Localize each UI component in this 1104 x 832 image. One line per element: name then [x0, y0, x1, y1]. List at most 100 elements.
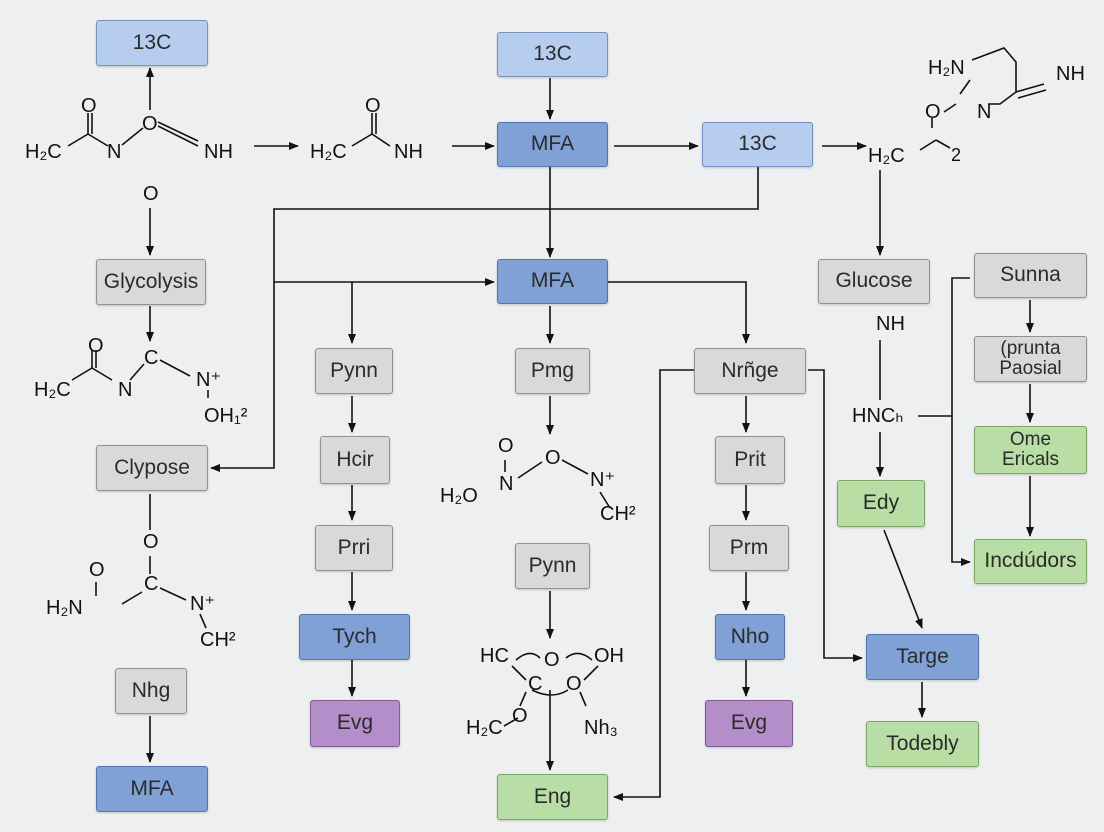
- glucose-box[interactable]: Glucose: [818, 259, 930, 304]
- nhg-box[interactable]: Nhg: [115, 668, 187, 714]
- atom-label: O: [81, 95, 97, 117]
- sunna-label: Sunna: [1000, 263, 1061, 287]
- atom-label: H₂C: [34, 379, 71, 401]
- atom-label: N: [977, 101, 992, 123]
- atom-label: C: [144, 573, 159, 595]
- ring-bond: [971, 47, 1017, 105]
- bond: [159, 359, 191, 377]
- atom-label: CH²: [200, 629, 236, 651]
- todebly-label: Todebly: [886, 731, 959, 755]
- atom-label: H₂O: [440, 485, 478, 507]
- bond: [129, 363, 145, 381]
- arrow: [808, 369, 863, 662]
- edy-box[interactable]: Edy: [837, 480, 925, 527]
- atom-label: O: [143, 183, 159, 205]
- bond: [371, 133, 391, 147]
- atom-label: CH²: [600, 503, 636, 525]
- prm-box[interactable]: Prm: [709, 525, 789, 571]
- bond: [519, 691, 527, 707]
- clypose-box[interactable]: Clypose: [96, 445, 208, 491]
- bond: [67, 133, 89, 147]
- prit-box[interactable]: Prit: [715, 436, 785, 484]
- tych-label: Tych: [332, 624, 377, 648]
- atom-label: O: [88, 335, 104, 357]
- mfa-box-bottom[interactable]: MFA: [96, 766, 208, 812]
- atom-label: OH: [594, 645, 624, 667]
- bond: [199, 613, 207, 629]
- prm-label: Prm: [729, 535, 769, 559]
- bond: [157, 125, 199, 147]
- c13-box-top-left[interactable]: 13C: [96, 20, 208, 66]
- eng-label: Eng: [533, 784, 572, 808]
- tych-box[interactable]: Tych: [299, 614, 410, 660]
- atom-label: O: [143, 531, 159, 553]
- targe-label: Targe: [896, 644, 949, 668]
- edy-label: Edy: [862, 491, 900, 515]
- todebly-box[interactable]: Todebly: [866, 721, 979, 767]
- mfa-label: MFA: [530, 269, 575, 293]
- c13-box-right[interactable]: 13C: [702, 122, 813, 167]
- bond: [599, 491, 611, 509]
- bond: [919, 139, 937, 151]
- incdudors-box[interactable]: Incdúdors: [974, 539, 1087, 584]
- c13-label: 13C: [738, 132, 777, 156]
- atom-label: H₂C: [868, 145, 905, 167]
- atom-label: N⁺: [196, 369, 221, 391]
- bond: [959, 79, 971, 95]
- mfa-box-mid[interactable]: MFA: [497, 259, 608, 304]
- atom-label: O: [926, 104, 927, 105]
- eng-box[interactable]: Eng: [497, 774, 608, 820]
- atom-label: C: [528, 673, 543, 695]
- nrnge-box[interactable]: Nrñge: [694, 348, 806, 394]
- nho-box[interactable]: Nho: [715, 614, 785, 660]
- mfa-box-top[interactable]: MFA: [497, 122, 608, 167]
- bond: [121, 127, 144, 146]
- atom-label: O: [566, 673, 582, 695]
- arrow: [210, 167, 759, 472]
- atom-label: O: [545, 447, 561, 469]
- pynn-box-mid[interactable]: Pynn: [515, 543, 590, 589]
- incdudors-label: Incdúdors: [984, 549, 1077, 573]
- prri-box[interactable]: Prri: [315, 525, 393, 571]
- evg-label: Evg: [730, 711, 768, 735]
- pmg-label: Pmg: [530, 358, 575, 382]
- atom-label: NH: [204, 141, 233, 163]
- prunta-line2: Paosial: [999, 358, 1062, 379]
- atom-label: HNCₕ: [852, 405, 904, 427]
- atom-label: H₂N: [928, 57, 965, 79]
- atom-label: H₂C: [466, 717, 503, 739]
- evg-box-left[interactable]: Evg: [310, 700, 400, 747]
- targe-box[interactable]: Targe: [866, 634, 979, 680]
- sunna-box[interactable]: Sunna: [974, 253, 1087, 298]
- hcir-label: Hcir: [336, 447, 374, 471]
- bond: [583, 665, 599, 681]
- glycolysis-box[interactable]: Glycolysis: [96, 259, 206, 305]
- prit-label: Prit: [734, 447, 766, 471]
- bond: [579, 691, 587, 707]
- bond: [943, 103, 957, 113]
- c13-box-top-mid[interactable]: 13C: [497, 32, 608, 77]
- bond: [515, 652, 541, 661]
- arrow: [613, 369, 694, 801]
- nhg-label: Nhg: [131, 678, 171, 702]
- bond: [517, 461, 543, 479]
- bond: [531, 689, 569, 696]
- hcir-box[interactable]: Hcir: [320, 436, 390, 484]
- pynn-label: Pynn: [528, 553, 577, 577]
- atom-label: O: [925, 101, 941, 123]
- atom-label: O: [544, 649, 560, 671]
- pynn-box-left[interactable]: Pynn: [315, 348, 393, 394]
- prri-label: Prri: [337, 535, 371, 559]
- atom-label: HC: [480, 645, 509, 667]
- bond: [71, 367, 93, 381]
- atom-label: O: [498, 435, 514, 457]
- atom-label: N: [118, 379, 133, 401]
- evg-box-right[interactable]: Evg: [705, 700, 793, 747]
- evg-label: Evg: [336, 711, 374, 735]
- ome-line1: Ome: [1009, 429, 1052, 451]
- pmg-box[interactable]: Pmg: [515, 348, 590, 394]
- atom-label: N: [107, 141, 122, 163]
